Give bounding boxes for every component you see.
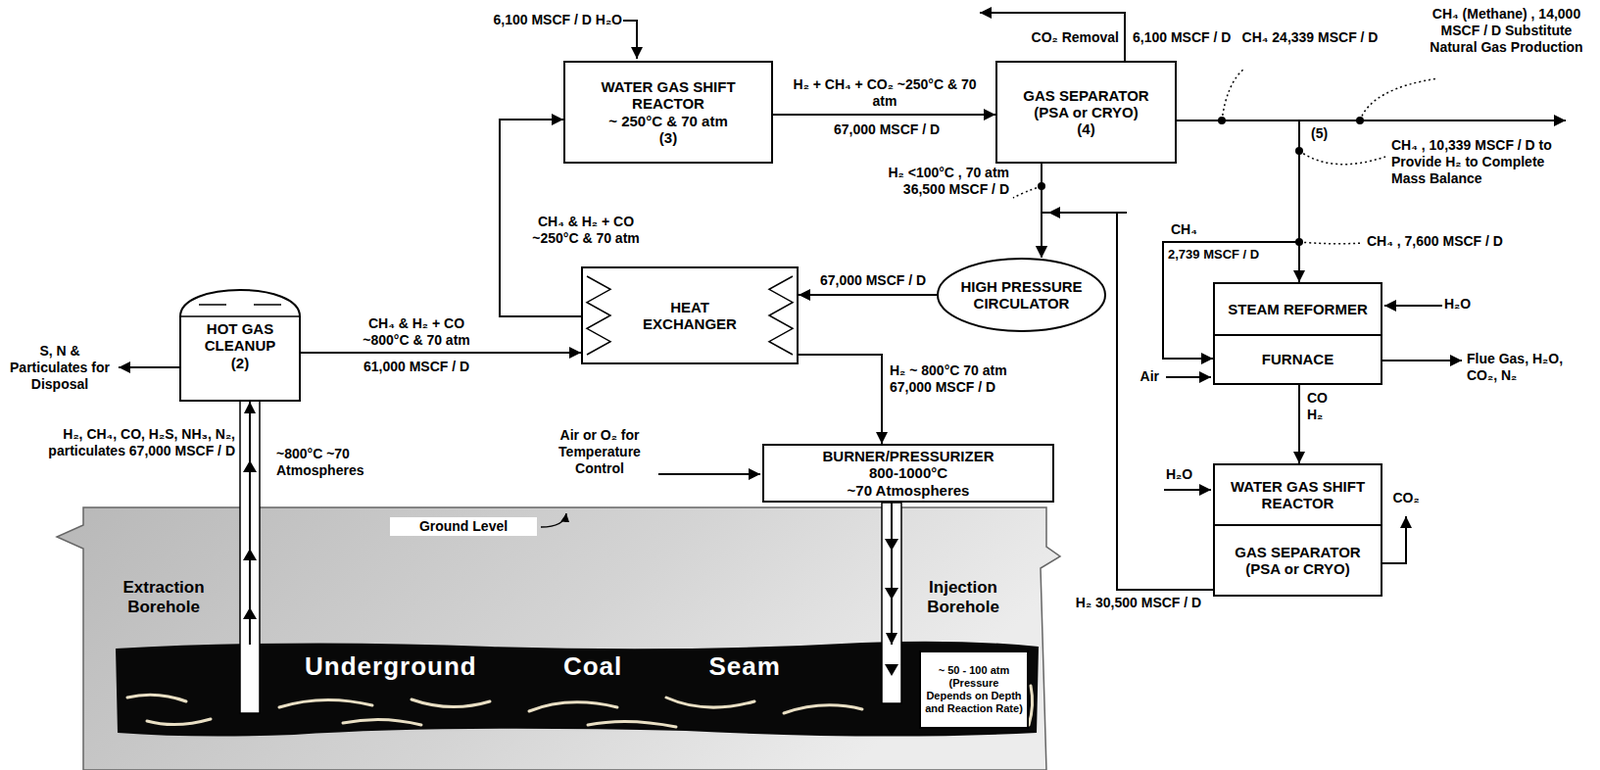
stream-label: H₂ + CH₄ + CO₂ ~250°C & 70 atm bbox=[781, 76, 988, 110]
process-box: BURNER/PRESSURIZER800-1000°C~70 Atmosphe… bbox=[762, 443, 1055, 503]
node-text: (2) bbox=[183, 354, 297, 372]
stream-note: CH₄ (Methane) , 14,000 MSCF / D Substitu… bbox=[1425, 5, 1588, 55]
dome-vessel bbox=[180, 290, 300, 401]
stream-note: H₂O bbox=[1165, 466, 1206, 484]
flow-connector bbox=[890, 502, 893, 645]
node-text: 800-1000°C bbox=[768, 464, 1049, 482]
stream-note: H₂, CH₄, CO, H₂S, NH₃, N₂, particulates … bbox=[29, 426, 236, 460]
stream-note: H₂O bbox=[1444, 295, 1484, 313]
node-text: WATER GAS SHIFT REACTOR bbox=[589, 78, 747, 113]
node-text: BURNER/PRESSURIZER bbox=[768, 447, 1049, 465]
flow-connector bbox=[798, 293, 937, 296]
stream-note: (5) bbox=[1310, 125, 1343, 143]
circulator-ellipse: HIGH PRESSURE CIRCULATOR bbox=[936, 257, 1107, 333]
ground-level-tag: Ground Level bbox=[389, 517, 537, 536]
stream-note: 6,100 MSCF / D H₂O bbox=[411, 11, 623, 29]
node-text: ~ 250°C & 70 atm bbox=[589, 112, 747, 130]
exchanger-shell bbox=[581, 267, 798, 364]
node-text: FURNACE bbox=[1220, 350, 1375, 368]
flow-connector bbox=[773, 113, 996, 116]
flow-connector bbox=[248, 401, 251, 645]
node-text: (Pressure Depends on Depth and Reaction … bbox=[924, 677, 1023, 717]
stream-note: Flue Gas, H₂O, CO₂, N₂ bbox=[1466, 350, 1580, 385]
extraction-casing bbox=[240, 399, 260, 714]
stream-note: Air or O₂ for Temperature Control bbox=[540, 427, 659, 477]
process-box: WATER GAS SHIFT REACTOR bbox=[1212, 463, 1383, 527]
ground-section bbox=[56, 507, 1061, 770]
ellipse-outline bbox=[937, 258, 1106, 332]
process-box: STEAM REFORMER bbox=[1212, 282, 1383, 337]
stream-note: ~800°C ~70 Atmospheres bbox=[276, 445, 414, 480]
borehole-label: Injection Borehole bbox=[905, 578, 1021, 619]
stream-note: 2,739 MSCF / D bbox=[1167, 246, 1296, 263]
process-box: FURNACE bbox=[1212, 334, 1383, 386]
stream-label: H₂ <100°C , 70 atm 36,500 MSCF / D bbox=[857, 164, 1010, 198]
node-text: (PSA or CRYO) bbox=[1005, 103, 1167, 121]
stream-label: 67,000 MSCF / D bbox=[813, 272, 933, 290]
vessel-baffle bbox=[180, 304, 300, 317]
flow-connector bbox=[300, 351, 582, 354]
process-box: GAS SEPARATOR(PSA or CRYO) bbox=[1212, 524, 1383, 597]
cleanup-vessel: HOT GAS CLEANUP(2) bbox=[179, 277, 301, 402]
node-text: HEAT EXCHANGER bbox=[630, 298, 750, 334]
node-text: WATER GAS SHIFT REACTOR bbox=[1222, 478, 1373, 513]
stream-note: S, N & Particulates for Disposal bbox=[4, 342, 115, 392]
node-text: (4) bbox=[1005, 120, 1167, 138]
stream-label: CH₄ & H₂ + CO ~250°C & 70 atm bbox=[517, 213, 655, 247]
node-text: (3) bbox=[589, 129, 747, 146]
injection-casing bbox=[881, 502, 902, 704]
stream-label: H₂ ~ 800°C 70 atm 67,000 MSCF / D bbox=[889, 362, 1037, 396]
coil-symbol bbox=[769, 276, 793, 355]
stream-note: 67,000 MSCF / D bbox=[813, 121, 961, 139]
stream-note: 6,100 MSCF / D bbox=[1132, 29, 1256, 47]
node-text: Underground Coal Seam bbox=[242, 652, 843, 682]
node-text: GAS SEPARATOR bbox=[1005, 87, 1167, 104]
node-text: HIGH PRESSURE CIRCULATOR bbox=[954, 278, 1089, 313]
flow-connector bbox=[1298, 385, 1301, 464]
note-box: ~ 50 - 100 atm(Pressure Depends on Depth… bbox=[919, 650, 1029, 729]
stream-arrows bbox=[118, 12, 1566, 564]
stream-note: CH₄ 24,339 MSCF / D bbox=[1236, 29, 1384, 47]
coal-seam-band: Underground Coal Seam ~ 50 - 100 atm(Pres… bbox=[115, 644, 1039, 735]
node-text: ~70 Atmospheres bbox=[768, 482, 1049, 499]
stream-label: CO H₂ bbox=[1307, 389, 1339, 424]
coil-symbol bbox=[586, 276, 611, 355]
node-text: ~ 50 - 100 atm bbox=[924, 664, 1023, 678]
stream-note: CH₄ , 10,339 MSCF / D to Provide H₂ to C… bbox=[1391, 137, 1573, 187]
stream-note: CO₂ Removal bbox=[1018, 29, 1119, 47]
flow-connector bbox=[798, 354, 882, 444]
stream-label: CH₄ , 7,600 MSCF / D bbox=[1366, 233, 1563, 250]
stream-note: CO₂ bbox=[1386, 489, 1426, 507]
process-box: GAS SEPARATOR(PSA or CRYO)(4) bbox=[995, 60, 1177, 164]
process-box: WATER GAS SHIFT REACTOR~ 250°C & 70 atm(… bbox=[563, 60, 774, 164]
leader-arrow bbox=[540, 513, 567, 528]
stream-label: CH₄ bbox=[1170, 221, 1211, 239]
stream-label: CH₄ & H₂ + CO ~800°C & 70 atm bbox=[347, 315, 485, 349]
stream-note: Air bbox=[1121, 368, 1160, 386]
borehole-label: Extraction Borehole bbox=[105, 578, 222, 619]
node-text: HOT GAS CLEANUP bbox=[183, 320, 297, 355]
stream-note: 61,000 MSCF / D bbox=[338, 358, 495, 376]
node-text: (PSA or CRYO) bbox=[1222, 560, 1373, 578]
node-text: STEAM REFORMER bbox=[1220, 300, 1375, 318]
heat-exchanger: HEAT EXCHANGER bbox=[581, 266, 799, 365]
node-text: GAS SEPARATOR bbox=[1222, 543, 1373, 561]
stream-label: H₂ 30,500 MSCF / D bbox=[1069, 594, 1208, 612]
